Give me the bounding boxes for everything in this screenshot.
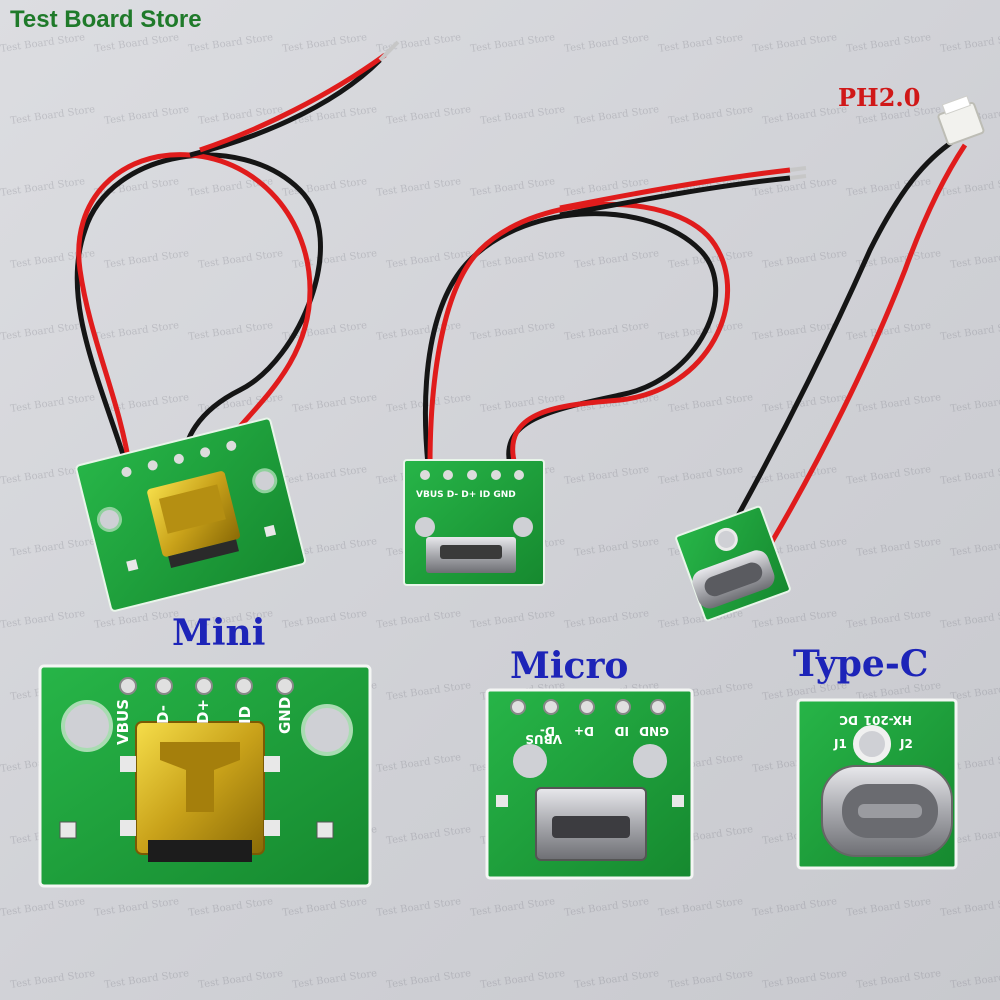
typec-pin-j1: J1 [833,737,847,751]
typec-pin-dc: DC [839,713,858,727]
typec-board-small [675,505,791,622]
mini-board-small [75,417,307,612]
mini-pin-dplus: D+ [194,699,212,724]
micro-board-small: VBUS D- D+ ID GND [403,459,545,586]
mini-pin-vbus: VBUS [114,699,132,745]
typec-label: Type-C [793,643,929,685]
mini-pin-dminus: D- [154,705,172,724]
mini-board-large: VBUS D- D+ ID GND [38,664,372,888]
typec-cable [727,95,985,547]
micro-pin-dminus: D- [540,724,555,738]
micro-label: Micro [510,645,629,687]
micro-pin-gnd: GND [639,724,669,738]
svg-text:VBUS D- D+ ID GND: VBUS D- D+ ID GND [416,490,516,500]
micro-cable [422,166,807,466]
store-title: Test Board Store [10,6,202,33]
typec-pin-j2: J2 [899,737,913,751]
mini-cable [74,40,400,471]
mini-pin-gnd: GND [276,697,294,734]
typec-board-large: HX-201 DC J1 J2 [796,698,958,870]
typec-code: HX-201 [864,713,912,727]
micro-pin-id: ID [615,724,629,738]
micro-board-large: VBUS D- D+ ID GND [485,688,694,880]
micro-pin-vbus: VBUS [525,732,562,746]
mini-label: Mini [172,612,266,654]
ph2-label: PH2.0 [838,83,921,112]
mini-pin-id: ID [236,706,254,724]
micro-pin-dplus: D+ [574,724,594,738]
